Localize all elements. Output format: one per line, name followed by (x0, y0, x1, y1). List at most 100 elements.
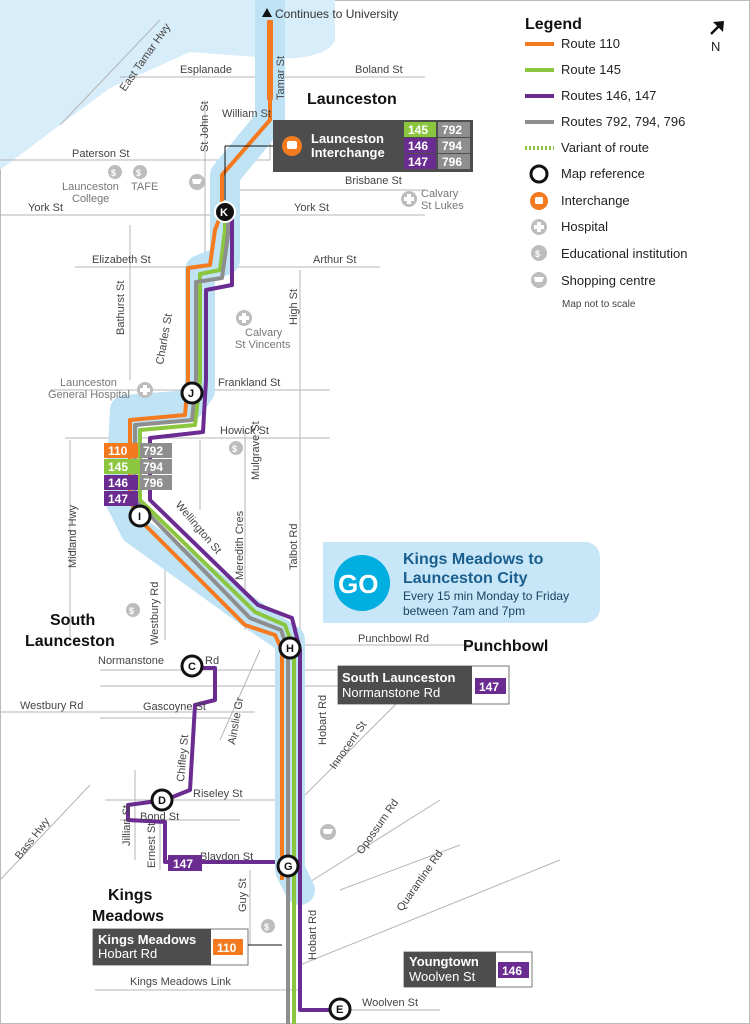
city-route-794: 794 (143, 460, 163, 474)
bus-icon (287, 141, 297, 149)
howick-education-icon: $ (229, 441, 243, 455)
svg-text:G: G (284, 861, 293, 873)
youngtown-stop-box[interactable]: Youngtown Woolven St 146 (403, 951, 533, 988)
street-arthur-st: Arthur St (313, 254, 356, 266)
street-opossum-rd: Opossum Rd (355, 797, 402, 856)
svg-text:$: $ (136, 168, 141, 178)
street-ernest-st: Ernest St (146, 823, 158, 868)
legend-route-110: Route 110 (561, 36, 620, 51)
city-routes-badge: 110 145 146 147 792 794 796 (104, 443, 172, 506)
legend-route-792-794-796: Routes 792, 794, 796 (561, 114, 685, 129)
place-calvary-st-lukes-line2: St Lukes (421, 200, 464, 212)
banner-title-line1: Kings Meadows to (403, 551, 544, 568)
place-lgh-line1: Launceston (60, 377, 117, 389)
street-kings-meadows-link: Kings Meadows Link (130, 976, 231, 988)
tafe-education-icon: $ (133, 165, 147, 179)
street-york-st-east: York St (294, 202, 329, 214)
svg-text:$: $ (535, 249, 540, 259)
punchbowl-shopping-icon (320, 824, 336, 840)
calvary-st-lukes-hospital-icon (401, 191, 417, 207)
south-launceston-stop-box[interactable]: South Launceston Normanstone Rd 147 (337, 665, 510, 705)
city-route-145: 145 (108, 460, 128, 474)
svg-text:H: H (286, 643, 294, 655)
legend-route-145: Route 145 (561, 62, 621, 77)
youngtown-subtitle: Woolven St (409, 969, 476, 984)
area-punchbowl: Punchbowl (463, 638, 548, 655)
hospital-icon (531, 219, 547, 235)
street-woolven-st: Woolven St (362, 997, 418, 1009)
street-hobart-rd-upper: Hobart Rd (317, 695, 329, 745)
svg-text:D: D (158, 795, 166, 807)
up-arrow-icon (262, 8, 272, 17)
street-tamar-st: Tamar St (275, 56, 287, 100)
marker-g[interactable]: G (276, 854, 300, 878)
marker-k[interactable]: K (214, 201, 236, 223)
street-brisbane-st: Brisbane St (345, 175, 402, 187)
interchange-stop-box[interactable]: Launceston Interchange 145 146 147 792 7… (273, 120, 473, 172)
legend-interchange: Interchange (561, 193, 630, 208)
calvary-st-vincents-hospital-icon (236, 310, 252, 326)
city-route-792: 792 (143, 444, 163, 458)
street-bond-st: Bond St (140, 811, 179, 823)
street-boland-st: Boland St (355, 64, 403, 76)
city-route-147: 147 (108, 492, 128, 506)
svg-text:GO: GO (338, 569, 378, 599)
city-shopping-icon (189, 174, 205, 190)
lgh-hospital-icon (137, 382, 153, 398)
street-bass-hwy: Bass Hwy (13, 816, 53, 862)
route-145-line (138, 212, 296, 1024)
interchange-route-794: 794 (442, 139, 462, 153)
place-tafe: TAFE (131, 181, 158, 193)
marker-i[interactable]: I (128, 504, 152, 528)
south-launceston-education-icon: $ (126, 603, 140, 617)
area-kings-meadows-line2: Meadows (92, 908, 164, 925)
kings-meadows-stop-box[interactable]: Kings Meadows Hobart Rd 110 (92, 928, 249, 966)
street-jillian-st: Jillian St (121, 805, 133, 846)
launceston-college-education-icon: $ (108, 165, 122, 179)
svg-text:$: $ (264, 922, 269, 932)
kings-meadows-education-icon: $ (261, 919, 275, 933)
legend-title: Legend (525, 16, 582, 33)
street-esplanade: Esplanade (180, 64, 232, 76)
place-lgh-line2: General Hospital (48, 389, 130, 401)
interchange-route-146: 146 (408, 139, 428, 153)
marker-e[interactable]: E (328, 997, 352, 1021)
kings-meadows-title: Kings Meadows (98, 932, 196, 947)
street-meredith-cres: Meredith Cres (234, 510, 246, 580)
place-calvary-st-vincents-line1: Calvary (245, 327, 283, 339)
marker-h[interactable]: H (278, 636, 302, 660)
svg-text:$: $ (111, 168, 116, 178)
south-launceston-route-147: 147 (479, 680, 499, 694)
legend-route-146-147: Routes 146, 147 (561, 88, 656, 103)
banner-frequency: Every 15 min Monday to Friday (403, 589, 569, 603)
street-william-st: William St (222, 108, 271, 120)
street-normanstone-rd-suffix: Rd (205, 655, 219, 667)
continues-to-university: Continues to University (262, 7, 398, 21)
street-hobart-rd-lower: Hobart Rd (307, 910, 319, 960)
south-launceston-subtitle: Normanstone Rd (342, 685, 440, 700)
north-arrow-icon (710, 21, 724, 35)
svg-text:E: E (336, 1004, 343, 1016)
south-launceston-title: South Launceston (342, 670, 455, 685)
education-icon: $ (531, 245, 547, 261)
street-howick-st: Howick St (220, 425, 269, 437)
places: $ Launceston College $ TAFE Calvary St L… (48, 165, 464, 933)
marker-d[interactable]: D (150, 788, 174, 812)
place-launceston-college-line2: College (72, 193, 109, 205)
street-guy-st: Guy St (237, 878, 249, 912)
street-paterson-st: Paterson St (72, 148, 129, 160)
street-mulgrave-st: Mulgrave St (250, 421, 262, 480)
svg-text:C: C (188, 661, 196, 673)
banner-title-line2: Launceston City (403, 570, 528, 587)
street-riseley-st: Riseley St (193, 788, 243, 800)
marker-c[interactable]: C (180, 654, 204, 678)
city-route-146: 146 (108, 476, 128, 490)
marker-j[interactable]: J (180, 381, 204, 405)
street-quarantine-rd: Quarantine Rd (395, 848, 446, 913)
street-charles-st: Charles St (154, 313, 175, 366)
legend-education: Educational institution (561, 246, 687, 261)
street-midland-hwy: Midland Hwy (67, 505, 79, 568)
blaydon-route-badge: 147 (168, 855, 202, 871)
area-labels: Launceston South Launceston Punchbowl Ki… (25, 91, 548, 925)
svg-text:$: $ (129, 606, 134, 616)
